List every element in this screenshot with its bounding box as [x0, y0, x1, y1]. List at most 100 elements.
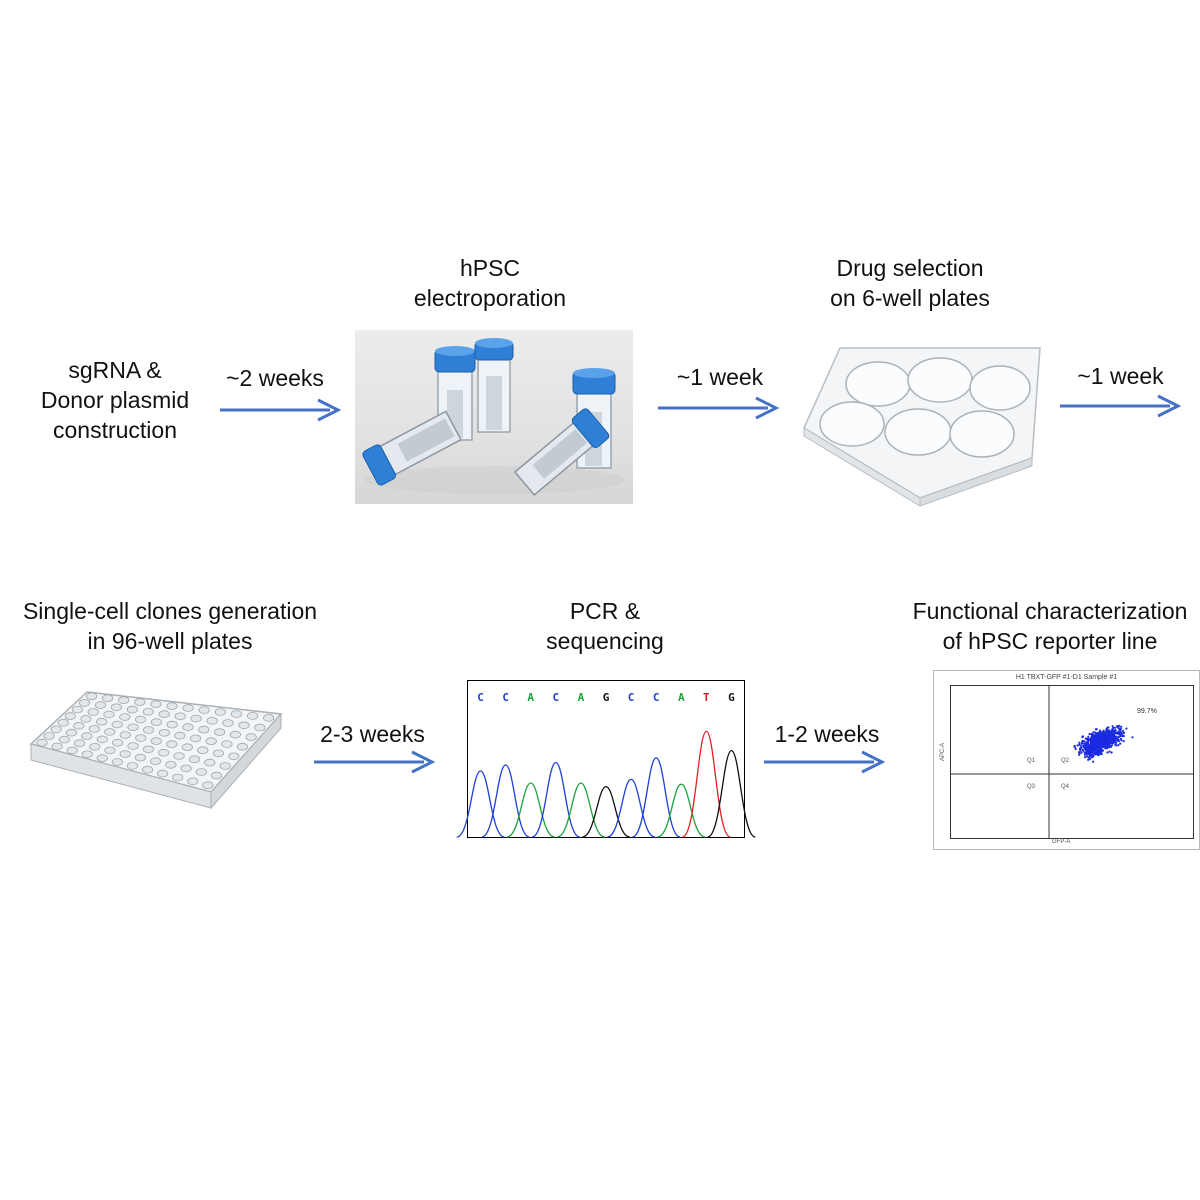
- event-dot: [1085, 748, 1088, 751]
- well-icon: [81, 750, 93, 759]
- trace-peak: [682, 730, 731, 838]
- event-dot: [1101, 737, 1104, 740]
- well-icon: [150, 757, 162, 765]
- well-icon: [197, 746, 209, 754]
- well-icon: [254, 723, 266, 732]
- well-icon: [236, 742, 249, 751]
- event-dot: [1113, 729, 1116, 732]
- event-dot: [1091, 754, 1094, 757]
- well-icon: [180, 764, 192, 773]
- event-dot: [1083, 742, 1086, 745]
- well-icon: [188, 755, 201, 764]
- arrow-right-icon: [764, 750, 886, 774]
- step-drug-selection-line1: Drug selection: [836, 255, 984, 281]
- event-dot: [1116, 739, 1119, 742]
- step-single-cell-line2: in 96-well plates: [87, 628, 253, 654]
- arrow-label-2-weeks: ~2 weeks: [226, 365, 324, 391]
- event-dot: [1106, 747, 1109, 750]
- event-dot: [1100, 752, 1103, 756]
- event-dot: [1098, 743, 1101, 746]
- well-icon: [126, 762, 139, 770]
- well-icon: [135, 734, 147, 742]
- ninety-six-well-plate-image: [29, 691, 283, 810]
- well-icon: [158, 710, 170, 718]
- well-icon: [187, 777, 199, 786]
- event-dot: [1103, 734, 1106, 737]
- event-dot: [1081, 748, 1084, 751]
- event-dot: [1113, 736, 1116, 739]
- well-icon: [112, 738, 124, 747]
- event-dot: [1096, 745, 1099, 748]
- well-icon: [94, 701, 107, 709]
- event-dot: [1103, 741, 1106, 744]
- event-dot: [1083, 745, 1086, 749]
- event-dot: [1120, 725, 1123, 728]
- well-icon: [182, 723, 194, 731]
- step-single-cell-line1: Single-cell clones generation: [22, 598, 318, 624]
- well-icon: [228, 752, 240, 761]
- well-icon: [150, 700, 162, 708]
- trace-peak: [456, 770, 505, 838]
- well-icon: [246, 712, 259, 720]
- step-electroporation-label: hPSC electroporation: [390, 253, 590, 313]
- event-dot: [1099, 747, 1103, 751]
- event-dot: [1092, 742, 1096, 745]
- event-dot: [1090, 750, 1093, 753]
- well-icon: [150, 737, 162, 745]
- event-dot: [1106, 729, 1109, 732]
- event-dot: [1087, 756, 1090, 759]
- well-icon: [51, 742, 63, 751]
- well-icon: [142, 745, 154, 754]
- event-dot: [1088, 733, 1091, 736]
- well-icon: [230, 710, 242, 718]
- trace-peak: [607, 778, 656, 838]
- well-icon: [36, 738, 48, 747]
- well-icon: [127, 723, 139, 732]
- event-dot: [1114, 731, 1117, 734]
- event-dot: [1078, 752, 1081, 755]
- well-icon: [104, 728, 116, 736]
- event-dot: [1096, 752, 1099, 756]
- well-icon: [174, 712, 186, 721]
- event-dot: [1079, 749, 1082, 752]
- event-dot: [1099, 733, 1102, 737]
- event-dot: [1103, 731, 1106, 734]
- well-icon: [104, 746, 116, 755]
- well-icon: [87, 708, 99, 716]
- event-dot: [1093, 748, 1096, 752]
- step-functional-line2: of hPSC reporter line: [942, 628, 1158, 654]
- well-icon: [206, 716, 218, 725]
- event-dot: [1105, 736, 1108, 740]
- well-icon: [96, 735, 108, 744]
- well-icon: [119, 713, 131, 721]
- step-drug-selection-label: Drug selection on 6-well plates: [800, 253, 1020, 313]
- event-dot: [1109, 742, 1112, 745]
- well-icon: [172, 773, 184, 782]
- event-dot: [1122, 729, 1125, 733]
- trace-peak: [581, 785, 631, 838]
- well-icon: [198, 725, 210, 734]
- well-icon: [110, 703, 123, 712]
- event-dot: [1081, 742, 1084, 745]
- well-icon: [64, 712, 76, 720]
- well-icon: [221, 740, 233, 748]
- well-icon: [214, 708, 226, 716]
- event-dot: [1120, 731, 1123, 734]
- arrow-label-1-week-a: ~1 week: [676, 364, 764, 390]
- well-icon: [263, 714, 275, 722]
- step-electroporation-line1: hPSC: [459, 255, 521, 281]
- event-dot: [1076, 744, 1079, 747]
- base-call-label: G: [728, 691, 735, 704]
- flow-plot-area: 99.7% Q1 Q2 Q3 Q4: [950, 685, 1194, 839]
- step-pcr-line1: PCR &: [569, 598, 641, 624]
- event-dot: [1087, 758, 1090, 761]
- well-icon: [182, 704, 194, 712]
- base-call-label: A: [678, 691, 685, 704]
- base-call-label: C: [653, 691, 660, 704]
- well-icon: [210, 771, 223, 780]
- base-call-label: C: [502, 691, 509, 704]
- well-icon: [50, 725, 62, 734]
- well-icon: [166, 702, 178, 710]
- event-dot: [1117, 744, 1120, 747]
